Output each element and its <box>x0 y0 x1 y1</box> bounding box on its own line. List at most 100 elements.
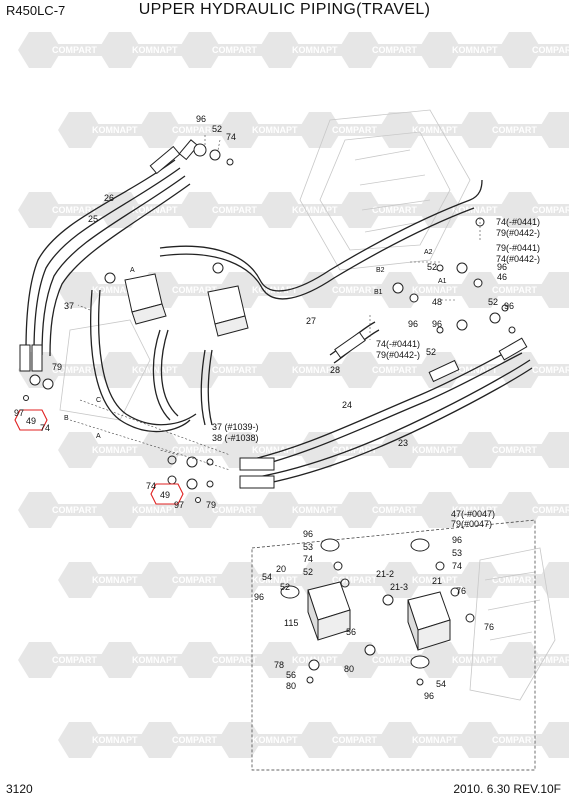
watermark-hexagon <box>538 722 569 758</box>
model-code: R450LC-7 <box>6 3 66 18</box>
watermark-band <box>448 44 508 56</box>
watermark-band <box>408 124 468 136</box>
label-79-0441: 79(-#0441) <box>496 243 540 253</box>
watermark-band <box>408 284 468 296</box>
watermark-hexagon <box>58 722 102 758</box>
watermark-band <box>288 204 348 216</box>
label-28: 28 <box>330 365 340 375</box>
watermark-text: COMPART <box>372 45 417 55</box>
part-labels: 96 52 74 26 25 A 37 79 97 49 74 B C A 27… <box>14 114 540 701</box>
watermark-text: COMPART <box>332 735 377 745</box>
watermark-text: KOMNAPT <box>452 505 498 515</box>
watermark-band <box>328 284 388 296</box>
watermark-band <box>448 654 508 666</box>
watermark-text: COMPART <box>172 575 217 585</box>
label-96: 96 <box>452 535 462 545</box>
watermark-band <box>168 444 228 456</box>
label-74-0441: 74(-#0441) <box>496 217 540 227</box>
inset-blocks <box>280 538 475 686</box>
watermark-text: KOMNAPT <box>132 45 178 55</box>
watermark-hexagon <box>18 32 62 68</box>
watermark-text: COMPART <box>52 365 97 375</box>
watermark-hexagon <box>98 352 142 388</box>
label-79-0442: 79(#0442-) <box>376 350 420 360</box>
watermark-hexagon <box>298 722 342 758</box>
watermark-band <box>288 44 348 56</box>
watermark-text: COMPART <box>332 125 377 135</box>
label-21: 21 <box>432 576 442 586</box>
label-37-1039: 37 (#1039-) <box>212 422 259 432</box>
watermark-hexagon <box>538 432 569 468</box>
watermark-text: COMPART <box>212 505 257 515</box>
label-96: 96 <box>408 319 418 329</box>
watermark-band <box>168 124 228 136</box>
callout-hexagons <box>14 409 184 505</box>
watermark-hexagon <box>298 272 342 308</box>
watermark-hexagon <box>58 112 102 148</box>
label-74-0441: 74(-#0441) <box>376 339 420 349</box>
watermark-hexagon <box>458 562 502 598</box>
watermark-text: KOMNAPT <box>452 365 498 375</box>
hose-lines <box>25 159 533 489</box>
label-52: 52 <box>280 582 290 592</box>
watermark-hexagon <box>498 192 542 228</box>
watermark-band <box>528 654 569 666</box>
watermark-band <box>488 284 548 296</box>
watermark-text: KOMNAPT <box>252 445 298 455</box>
label-54: 54 <box>436 679 446 689</box>
label-52: 52 <box>303 567 313 577</box>
watermark-hexagon <box>338 492 382 528</box>
inset-box <box>251 519 536 771</box>
page-title: UPPER HYDRAULIC PIPING(TRAVEL) <box>138 1 431 18</box>
label-54: 54 <box>262 572 272 582</box>
watermark-band <box>328 124 388 136</box>
label-80: 80 <box>286 681 296 691</box>
watermark-hexagon <box>98 32 142 68</box>
label-56: 56 <box>286 670 296 680</box>
watermark-text: COMPART <box>372 505 417 515</box>
label-80: 80 <box>344 664 354 674</box>
label-53: 53 <box>303 542 313 552</box>
label-79: 79 <box>206 500 216 510</box>
watermark-text: KOMNAPT <box>292 505 338 515</box>
label-B: B <box>64 415 69 422</box>
watermark-text: KOMNAPT <box>412 285 458 295</box>
watermark-hexagon <box>378 722 422 758</box>
watermark-text: KOMNAPT <box>92 445 138 455</box>
watermark-hexagon <box>178 192 222 228</box>
watermark-hexagon <box>258 32 302 68</box>
watermark-hexagon <box>18 642 62 678</box>
watermark-hexagon <box>378 562 422 598</box>
watermark-band <box>208 504 268 516</box>
watermark-hexagon <box>218 112 262 148</box>
label-20: 20 <box>276 564 286 574</box>
watermark-hexagon <box>138 112 182 148</box>
watermark-band <box>208 204 268 216</box>
watermark-text: KOMNAPT <box>292 365 338 375</box>
watermark-text: KOMNAPT <box>412 445 458 455</box>
watermark-text: KOMNAPT <box>412 125 458 135</box>
watermark-text: COMPART <box>172 125 217 135</box>
watermark-hexagon <box>178 642 222 678</box>
watermark-hexagon <box>458 432 502 468</box>
label-49: 49 <box>26 416 36 426</box>
watermark-hexagon <box>138 562 182 598</box>
watermark-band <box>528 364 569 376</box>
label-96: 96 <box>424 691 434 701</box>
watermark-hexagon <box>18 492 62 528</box>
label-25: 25 <box>88 214 98 224</box>
page-number: 3120 <box>6 782 33 796</box>
watermark-hexagon <box>138 432 182 468</box>
watermark-text: COMPART <box>212 655 257 665</box>
watermark-band <box>88 124 148 136</box>
watermark-band <box>408 574 468 586</box>
watermark-hexagon <box>418 642 462 678</box>
watermark-text: KOMNAPT <box>412 735 458 745</box>
watermark-band <box>528 504 569 516</box>
watermark-text: COMPART <box>52 205 97 215</box>
watermark-text: COMPART <box>532 505 569 515</box>
watermark-band <box>368 44 428 56</box>
watermark-text: KOMNAPT <box>252 735 298 745</box>
watermark-hexagon <box>418 32 462 68</box>
